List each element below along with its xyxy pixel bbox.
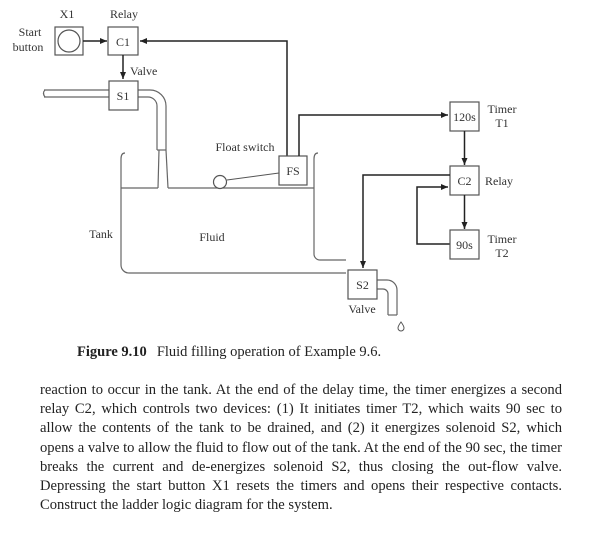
inflow-stream — [157, 149, 169, 189]
relay-c1-box — [107, 26, 139, 56]
tank — [120, 152, 346, 274]
solenoid-s1-box — [108, 80, 139, 111]
outlet-pipe — [377, 279, 398, 316]
timer-t2-text: 90s — [456, 238, 473, 252]
timer-t2-box — [449, 229, 480, 260]
fluid-filling-diagram: X1 Relay Start button C1 Valve S1 Tank — [13, 7, 517, 332]
valve-s2-label: Valve — [348, 302, 375, 316]
float-ball — [212, 174, 228, 190]
body-paragraph: reaction to occur in the tank. At the en… — [40, 382, 562, 514]
float-arm — [226, 172, 280, 181]
fs-to-t1-arrow — [298, 112, 448, 156]
c2-to-s2-arrow — [360, 174, 450, 268]
fs-to-c1-arrow — [140, 38, 288, 166]
tank-label: Tank — [89, 227, 113, 241]
fluid-label: Fluid — [199, 230, 224, 244]
float-switch-label: Float switch — [216, 140, 275, 154]
figure-caption: Figure 9.10 Fluid filling operation of Ex… — [77, 344, 381, 361]
relay-c2-label: Relay — [485, 174, 513, 188]
relay-c2-text: C2 — [457, 174, 471, 188]
t2-to-c2-arrow — [416, 184, 450, 245]
relay-c1-label: Relay — [110, 7, 138, 21]
start-label: Start — [19, 25, 42, 39]
timer-t1-name: T1 — [495, 116, 508, 130]
figure-caption-text: Fluid filling operation of Example 9.6. — [156, 344, 382, 360]
x1-label: X1 — [60, 7, 75, 21]
timer-t2-label: Timer — [488, 232, 517, 246]
valve-s1-label: Valve — [130, 64, 157, 78]
solenoid-s1-text: S1 — [117, 89, 130, 103]
start-button-x1 — [54, 26, 84, 56]
float-switch-fs-box — [278, 155, 308, 186]
timer-t1-label: Timer — [488, 102, 517, 116]
solenoid-s2-text: S2 — [356, 278, 369, 292]
figure-number: Figure 9.10 — [77, 344, 147, 360]
button-label: button — [13, 40, 44, 54]
solenoid-s2-box — [347, 269, 378, 300]
inlet-pipe — [42, 89, 167, 151]
fluid-drop-icon — [397, 321, 405, 332]
timer-t1-text: 120s — [453, 110, 476, 124]
relay-c1-text: C1 — [116, 35, 130, 49]
float-switch-fs-text: FS — [286, 164, 299, 178]
timer-t2-name: T2 — [495, 246, 508, 260]
